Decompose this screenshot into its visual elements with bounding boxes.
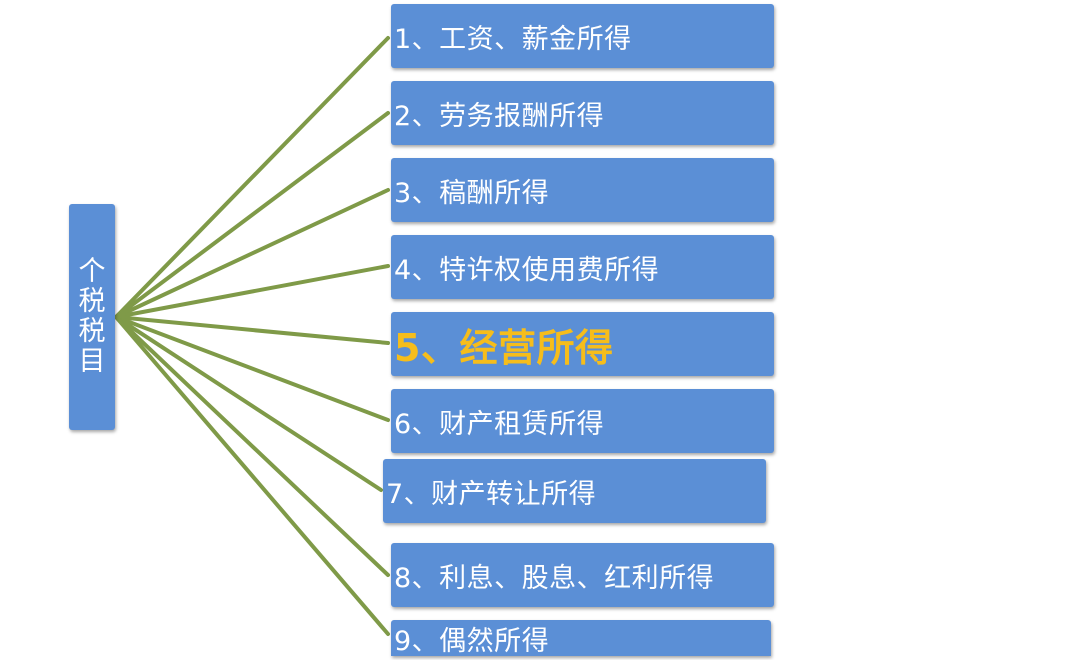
connector-line-6 xyxy=(114,315,390,422)
branch-label: 3、稿酬所得 xyxy=(394,177,550,209)
branch-label: 6、财产租赁所得 xyxy=(394,408,605,440)
branch-label: 5、经营所得 xyxy=(394,325,614,370)
connector-line-3 xyxy=(114,188,390,319)
root-char: 目 xyxy=(78,346,106,377)
connector-line-7 xyxy=(114,315,383,492)
branch-node-author-remuneration: 3、稿酬所得 xyxy=(391,158,774,222)
branch-node-business-income: 5、经营所得 xyxy=(391,312,774,376)
connector-line-1 xyxy=(114,36,390,319)
root-node-individual-income-tax-items: 个 税 税 目 xyxy=(69,204,115,430)
branch-node-interest-dividends: 8、利息、股息、红利所得 xyxy=(391,543,774,607)
branch-label: 8、利息、股息、红利所得 xyxy=(394,562,715,594)
branch-node-property-transfer: 7、财产转让所得 xyxy=(383,459,766,523)
root-char: 税 xyxy=(78,286,106,317)
connector-line-5 xyxy=(114,315,390,345)
branch-node-royalties: 4、特许权使用费所得 xyxy=(391,235,774,299)
branch-node-property-lease: 6、财产租赁所得 xyxy=(391,389,774,453)
branch-label: 9、偶然所得 xyxy=(394,625,550,657)
connector-line-8 xyxy=(114,315,390,577)
connector-line-9 xyxy=(114,315,390,636)
branch-node-labor-remuneration: 2、劳务报酬所得 xyxy=(391,81,774,145)
root-char: 税 xyxy=(78,316,106,347)
branch-label: 1、工资、薪金所得 xyxy=(394,23,632,55)
branch-node-wages-salaries: 1、工资、薪金所得 xyxy=(391,4,774,68)
branch-node-incidental-income: 9、偶然所得 xyxy=(391,620,771,657)
branch-label: 7、财产转让所得 xyxy=(386,478,597,510)
connector-line-4 xyxy=(114,264,390,319)
root-char: 个 xyxy=(78,256,106,287)
branch-label: 2、劳务报酬所得 xyxy=(394,100,605,132)
branch-label: 4、特许权使用费所得 xyxy=(394,254,660,286)
connector-line-2 xyxy=(114,111,390,319)
